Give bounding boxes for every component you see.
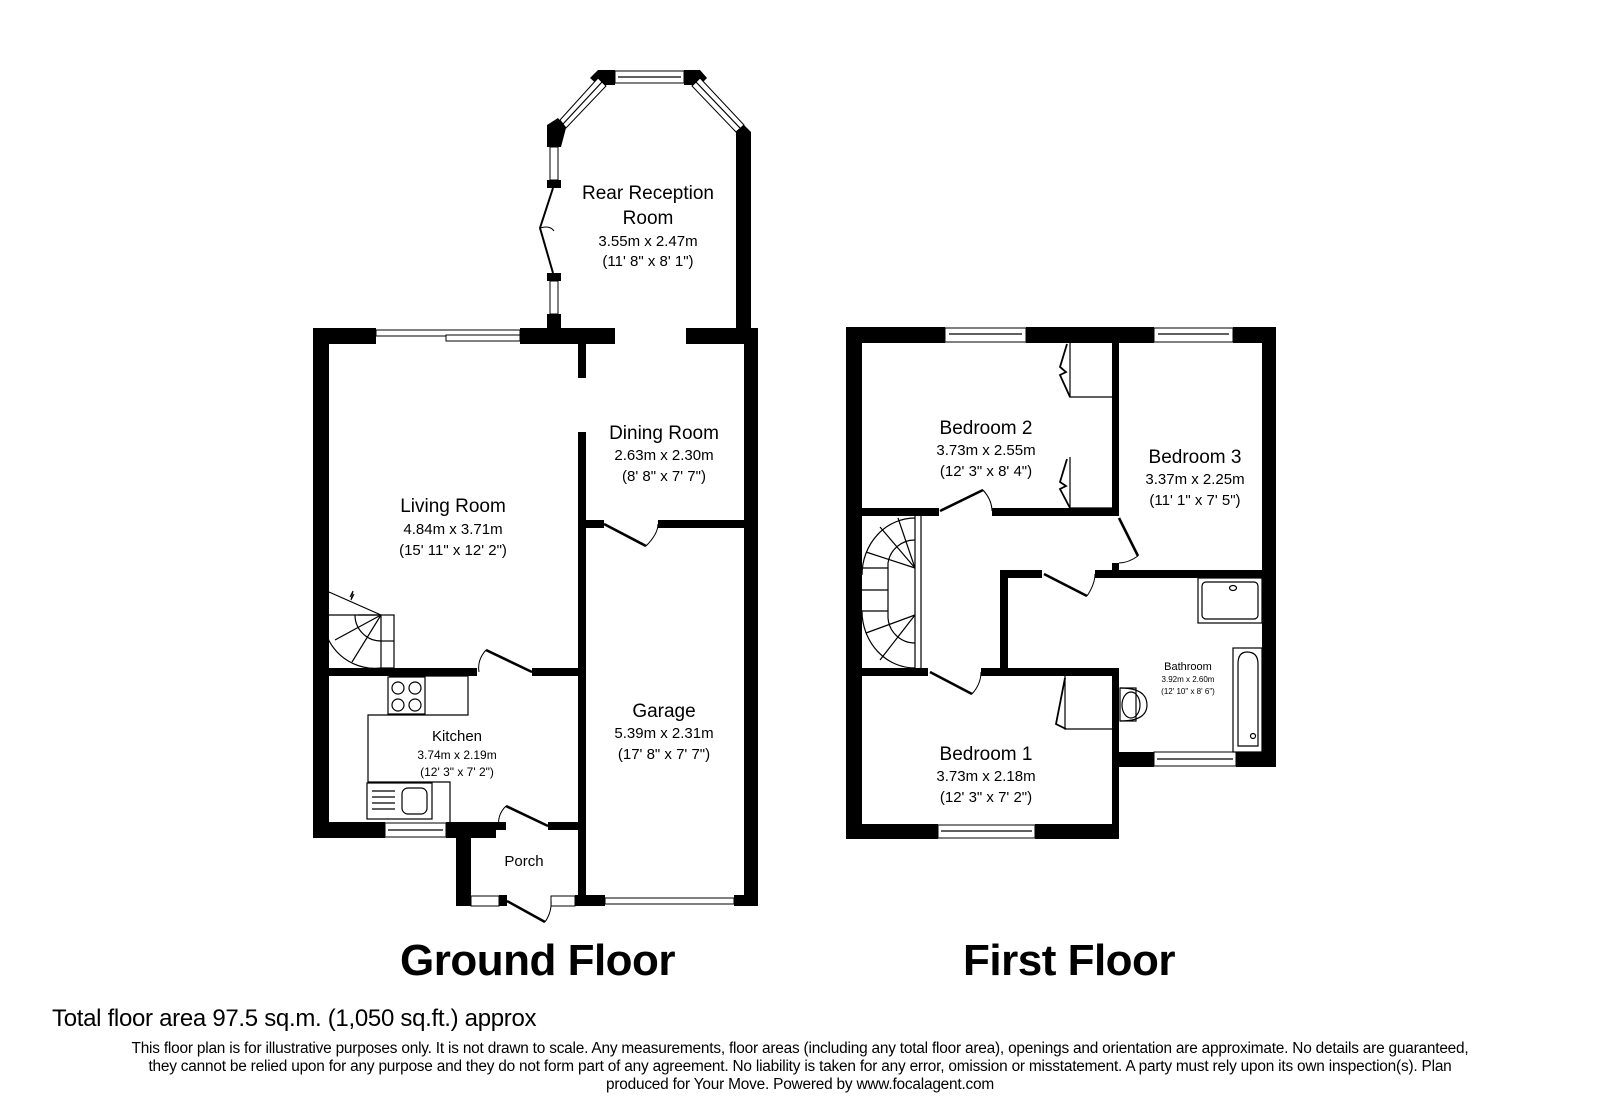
kitchen-imperial: (12' 3" x 7' 2") [420,765,494,779]
rear-reception-walls [538,70,751,336]
first-floor-walls [846,327,1276,839]
bedroom-1-imperial: (12' 3" x 7' 2") [940,789,1032,806]
living-room-imperial: (15' 11" x 12' 2") [399,542,507,559]
dining-room-name: Dining Room [609,423,719,444]
ground-floor-doors [478,522,659,924]
room-label-dining-room: Dining Room 2.63m x 2.30m (8' 8" x 7' 7"… [609,423,719,485]
rear-reception-metric: 3.55m x 2.47m [598,233,697,250]
disclaimer-line-3: produced for Your Move. Powered by www.f… [605,1076,995,1093]
garage-name: Garage [632,701,695,722]
rear-reception-imperial: (11' 8" x 8' 1") [602,253,693,270]
disclaimer-line-1: This floor plan is for illustrative purp… [131,1040,1469,1057]
first-floor-doors [929,488,1140,696]
kitchen-name: Kitchen [432,728,482,745]
first-floor-stairs [861,516,922,669]
garage-imperial: (17' 8" x 7' 7") [618,746,710,763]
room-label-kitchen: Kitchen 3.74m x 2.19m (12' 3" x 7' 2") [417,728,496,779]
disclaimer: This floor plan is for illustrative purp… [30,1040,1570,1094]
living-room-name: Living Room [400,496,506,517]
bedroom-1-metric: 3.73m x 2.18m [936,768,1035,785]
first-floor-wardrobes [1054,343,1112,730]
bathroom-fittings [1119,577,1263,753]
bedroom-2-imperial: (12' 3" x 8' 4") [940,463,1032,480]
dining-room-imperial: (8' 8" x 7' 7") [622,468,706,485]
ground-floor-stairs [322,590,395,669]
first-floor-plan: Bedroom 2 3.73m x 2.55m (12' 3" x 8' 4")… [846,327,1276,839]
porch-name: Porch [504,853,543,870]
bathroom-name: Bathroom [1164,661,1212,673]
bedroom-2-name: Bedroom 2 [940,418,1033,439]
rear-reception-name-line2: Room [623,208,674,229]
living-room-metric: 4.84m x 3.71m [403,521,502,538]
bathroom-metric: 3.92m x 2.60m [1162,675,1215,684]
bedroom-3-metric: 3.37m x 2.25m [1145,471,1244,488]
bedroom-3-name: Bedroom 3 [1149,447,1242,468]
total-floor-area: Total floor area 97.5 sq.m. (1,050 sq.ft… [52,1005,537,1032]
bedroom-1-name: Bedroom 1 [940,744,1033,765]
room-label-bedroom-3: Bedroom 3 3.37m x 2.25m (11' 1" x 7' 5") [1145,447,1244,509]
rear-reception-name-line1: Rear Reception [582,183,714,204]
room-label-living-room: Living Room 4.84m x 3.71m (15' 11" x 12'… [399,496,507,559]
room-label-rear-reception: Rear Reception Room 3.55m x 2.47m (11' 8… [582,183,714,270]
ground-floor-title: Ground Floor [400,936,676,985]
room-label-bathroom: Bathroom 3.92m x 2.60m (12' 10" x 8' 6") [1161,661,1215,696]
kitchen-metric: 3.74m x 2.19m [417,748,496,762]
dining-room-metric: 2.63m x 2.30m [614,447,713,464]
room-label-bedroom-1: Bedroom 1 3.73m x 2.18m (12' 3" x 7' 2") [936,744,1035,806]
bathroom-imperial: (12' 10" x 8' 6") [1161,687,1215,696]
ground-floor-plan: Rear Reception Room 3.55m x 2.47m (11' 8… [313,70,758,924]
room-label-bedroom-2: Bedroom 2 3.73m x 2.55m (12' 3" x 8' 4") [936,418,1035,480]
ground-floor-walls [313,328,758,907]
room-label-porch: Porch [504,853,543,870]
room-label-garage: Garage 5.39m x 2.31m (17' 8" x 7' 7") [614,701,713,763]
first-floor-title: First Floor [963,936,1176,985]
disclaimer-line-2: they cannot be relied upon for any purpo… [148,1058,1452,1075]
kitchen-fittings [366,675,469,822]
bedroom-2-metric: 3.73m x 2.55m [936,442,1035,459]
bedroom-3-imperial: (11' 1" x 7' 5") [1149,492,1240,509]
garage-metric: 5.39m x 2.31m [614,725,713,742]
